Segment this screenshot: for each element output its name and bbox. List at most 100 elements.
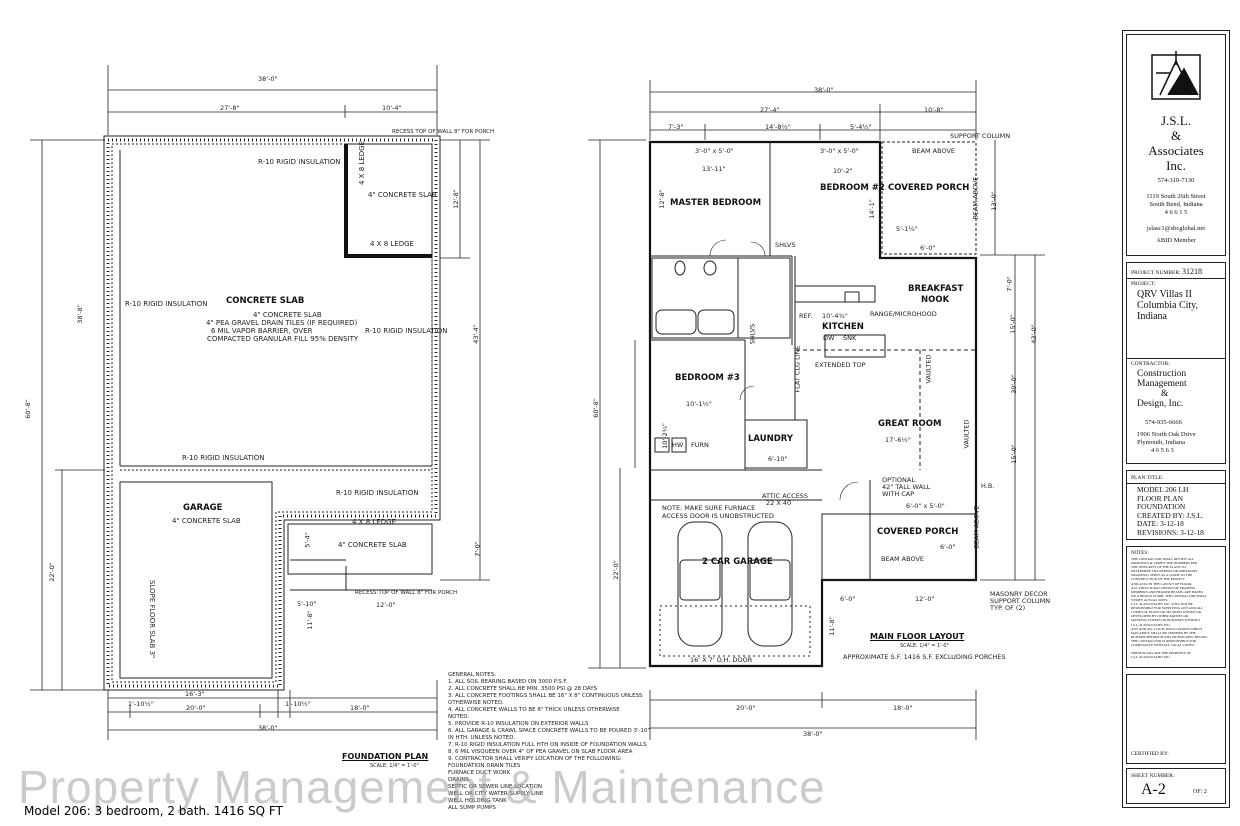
company-addr-2: South Bend, Indiana [1149,201,1203,208]
plan-revisions: REVISIONS: 3-12-18 [1137,527,1204,537]
general-note-item: 7. R-10 RIGID INSULATION FULL HTH ON INS… [448,742,647,748]
company-name-2: & [1170,128,1182,143]
general-notes-list: 1. ALL SOIL BEARING BASED ON 3000 P.S.F.… [448,679,658,812]
fp-bed3-dim: 10'-1½" [686,400,712,408]
fp-dim-right-d: 30'-0" [1009,374,1018,394]
fp-dim-11-8: 11'-8" [827,616,836,636]
project-label: PROJECT: [1131,281,1156,287]
fp-bed3-depth: 10'-2¾" [660,423,669,449]
fp-masonry-2: SUPPORT COLUMN [990,597,1051,605]
watermark-text: Property Management & Maintenance [18,761,826,813]
fp-beam-above-3: BEAM ABOVE [972,505,981,549]
fp-dim-right-b: 7'-0" [1005,276,1014,292]
floor-plan-drawing [588,80,1045,740]
fp-bed2-dim: 10'-2" [833,167,853,175]
fnd-rigid-left: R-10 RIGID INSULATION [125,300,208,308]
fp-optional-2: 42" TALL WALL [882,483,931,491]
fnd-ledge-side: 4 X 8 LEDGE [358,141,366,185]
tb-note-line: DEVELOPED BY OTHER PARTIES OR [1131,614,1189,619]
fp-porch-bottom-w: 6'-0" x 5'-0" [906,502,945,510]
contractor-3: & [1161,389,1169,399]
fnd-dim-left-overall: 60'-8" [23,399,32,419]
tb-note-line: COMPLIANCE WITH ALL LOCAL CODES. [1131,642,1195,647]
fnd-dim-bottom-2: 1'-10½" [128,700,154,708]
tb-note-line: THE INTEGRITY OF THE PLANS TO [1131,565,1186,570]
project-box: PROJECT NUMBER: 31218 PROJECT: QRV Villa… [1126,262,1226,464]
fp-dim-top-a: 7'-3" [668,123,684,131]
room-great-room: GREAT ROOM [878,419,942,429]
general-note-item: 5. PROVIDE R-10 INSULATION ON EXTERIOR W… [448,721,589,727]
plan-title-1: MODEL 206 LH [1137,485,1189,494]
general-note-item: 4. ALL CONCRETE WALLS TO BE 8" THICK UNL… [448,707,620,713]
tb-note-line: RESPONSIBLE FOR SUPPLYING ANY AND ALL [1131,606,1204,611]
fnd-rigid-mid: R-10 RIGID INSULATION [182,454,265,462]
room-garage: 2 CAR GARAGE [702,557,773,567]
fp-dim-right-total: 43'-0" [1029,324,1038,344]
fp-dim-left-overall: 60'-8" [591,398,600,418]
general-note-item: OTHERWISE NOTED. [448,700,504,706]
plan-title-label: PLAN TITLE: [1131,475,1164,481]
fnd-garage-slope: SLOPE FLOOR SLAB 3" [148,580,156,659]
sheet-box: SHEET NUMBER: A-2 OF: 2 [1126,768,1226,804]
fnd-recess-top: RECESS TOP OF WALL 8" FOR PORCH [392,129,495,135]
fp-kitchen-range: RANGE/MICROHOOD [870,310,937,318]
fp-dim-left-lower: 22'-0" [611,560,620,580]
fnd-slab-note-4: COMPACTED GRANULAR FILL 95% DENSITY [207,335,359,343]
tb-note-line: COPIES OF PLANS OR SECTIONS OWNED OR [1131,610,1202,615]
fp-subtitle: APPROXIMATE S.F. 1416 S.F. EXCLUDING POR… [843,653,1006,661]
project-number-label: PROJECT NUMBER: [1131,270,1181,276]
plan-title-3: FOUNDATION [1137,502,1186,511]
tb-note-line: VERIFY ACTUAL SIZES. [1131,597,1169,602]
fp-note-furnace-1: NOTE: MAKE SURE FURNACE [662,504,756,512]
plan-date: DATE: 3-12-18 [1137,519,1184,528]
general-note-item: 9. CONTRACTOR SHALL VERIFY LOCATION OF T… [448,756,622,762]
fnd-dim-top-overall: 38'-0" [258,75,278,83]
fp-dim-12-0: 12'-0" [915,595,935,603]
fnd-porch-slab: 4" CONCRETE SLAB [368,191,437,199]
fp-master-window: 3'-0" x 5'-0" [695,147,734,155]
contractor-1: Construction [1137,369,1187,379]
fnd-dim-right-lower: 7'-0" [473,541,482,557]
fp-walkin-shlvs2: SHLVS [748,323,757,345]
fnd-dim-right-main: 38'-8" [75,304,84,324]
tb-note-line: ON A DESIGN GUIDE. THE CONTRACTOR SHALL [1131,593,1208,598]
general-note-item: FURNACE DUCT WORK [448,770,511,776]
fp-dim-top-overall: 38'-0" [814,86,834,94]
fnd-garage-title: GARAGE [183,503,223,513]
fp-dim-top-left: 27'-4" [760,106,780,114]
general-note-item: 6. ALL GARAGE & CRAWL SPACE CONCRETE WAL… [448,728,650,734]
fp-dim-top-c: 5'-4½" [850,123,872,131]
general-note-item: WELL OR CITY WATER SUPPLY LINE [448,791,544,797]
company-phone: 574-310-7130 [1157,177,1195,184]
fp-kitchen-ref: REF. [799,312,813,320]
title-block-frame [1122,30,1230,808]
company-member: ABID Member [1156,237,1196,244]
tb-note-line: J.S.L. & ASSOCIATES INC. [1131,622,1171,627]
fp-kitchen-sink: SNK [843,334,857,342]
fp-dim-bottom-a: 20'-0" [736,704,756,712]
fp-garage-door: 16' X 7' O.H. DOOR [690,656,753,664]
fnd-dim-bottom-1: 16'-3" [185,690,205,698]
company-name-3: Associates [1148,143,1204,158]
contractor-addr-3: 4 6 5 6 3 [1151,447,1174,454]
certified-box: CERTIFIED BY: [1126,674,1226,764]
plan-created-by: CREATED BY: J.S.L. [1137,510,1204,520]
general-note-item: NOTED. [448,714,470,720]
image-caption: Model 206: 3 bedroom, 2 bath. 1416 SQ FT [24,804,283,818]
tb-note-line: MAY APPLY, SHALL BE VERIFIED BY THE [1131,630,1196,635]
project-1: QRV Villas II [1137,289,1192,300]
tb-notes-label: NOTES: [1131,551,1149,556]
project-3: Indiana [1137,311,1167,322]
general-note-item: DRAINS [448,777,469,783]
tb-note-line: AND ALSO IN THE LAYOUT OF FLOOR, [1131,581,1193,586]
fnd-slab-note-1: 4" CONCRETE SLAB [253,311,322,319]
fp-masonry-1: MASONRY DECOR [990,590,1048,598]
fp-scale: SCALE: 1/4" = 1'-0" [900,643,949,649]
fnd-dim-top-right: 10'-4" [382,104,402,112]
room-laundry: LAUNDRY [748,434,794,444]
company-name: J.S.L. & Associates Inc. [1127,113,1225,173]
fp-title: MAIN FLOOR LAYOUT [870,632,965,641]
room-kitchen: KITCHEN [822,322,864,332]
fnd-rigid-right: R-10 RIGID INSULATION [365,327,448,335]
